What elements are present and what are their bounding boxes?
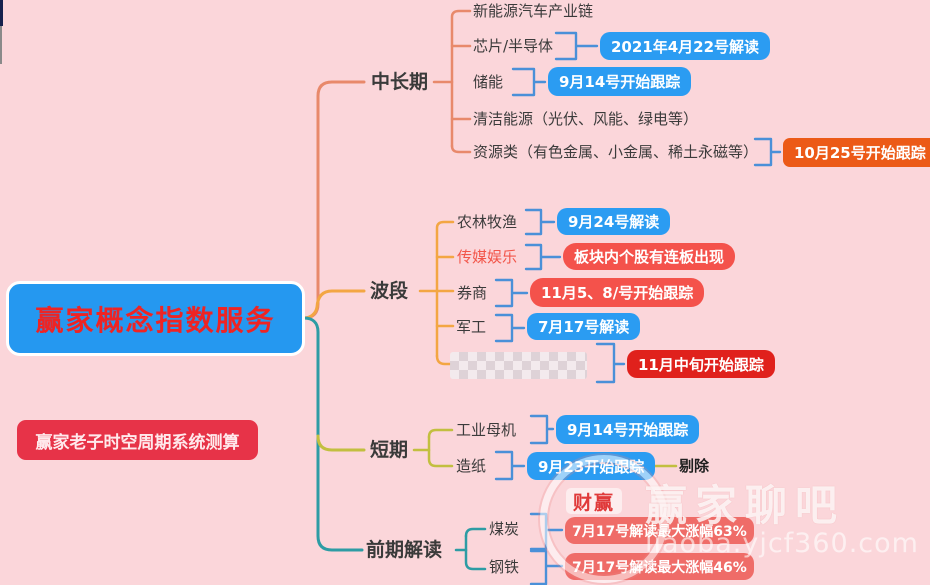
node-label-storage: 储能: [473, 73, 504, 91]
branch-label-band: 波段: [370, 280, 409, 302]
tag-machine-date: 9月14号开始跟踪: [556, 415, 700, 444]
node-label-nev-chain: 新能源汽车产业链: [473, 2, 594, 20]
bracket-chip: [554, 31, 599, 61]
branch-tree-early: [454, 527, 487, 571]
tag-broker-date: 11月5、8/号开始跟踪: [530, 278, 705, 307]
tag-brackets: [494, 31, 782, 585]
bracket-steel: [529, 549, 564, 585]
screen-edge-artifact-top: [0, 0, 3, 26]
bracket-agriculture: [524, 208, 556, 236]
bracket-censored: [595, 342, 626, 384]
node-label-coal: 煤炭: [489, 520, 520, 538]
node-label-clean-energy: 清洁能源（光伏、风能、绿电等）: [473, 110, 699, 128]
node-label-chip: 芯片/半导体: [473, 37, 554, 55]
root-title: 赢家概念指数服务: [35, 303, 276, 337]
node-label-broker: 券商: [457, 284, 488, 302]
tag-media-note: 板块内个股有连板出现: [563, 243, 736, 270]
root-node: 赢家概念指数服务: [6, 281, 305, 356]
watermark-url: liaoba.yjcf360.com: [645, 528, 919, 559]
node-label-military: 军工: [456, 318, 487, 336]
node-label-media: 传媒娱乐: [457, 248, 518, 266]
node-label-resources: 资源类（有色金属、小金属、稀土永磁等）: [473, 143, 759, 161]
subtitle-node: 赢家老子时空周期系统测算: [17, 420, 258, 460]
screen-edge-artifact-bottom: [0, 26, 2, 64]
node-label-machine: 工业母机: [456, 421, 517, 439]
tag-chip-date: 2021年4月22号解读: [600, 32, 771, 60]
tag-censored-date: 11月中旬开始跟踪: [627, 350, 775, 378]
tag-resources-date: 10月25号开始跟踪: [783, 138, 930, 167]
watermark-badge: 财赢: [566, 488, 622, 514]
node-label-steel: 钢铁: [489, 558, 520, 576]
node-label-removed: 剔除: [679, 457, 710, 475]
watermark-ring: [540, 455, 668, 583]
bracket-storage: [511, 67, 547, 97]
branch-tree-band: [418, 220, 455, 366]
bracket-paper: [494, 450, 526, 481]
tag-military-date: 7月17号解读: [527, 313, 641, 340]
subtitle-text: 赢家老子时空周期系统测算: [35, 432, 240, 453]
bracket-resources: [753, 137, 782, 167]
spine-connectors: [302, 80, 366, 552]
bracket-media: [524, 243, 562, 271]
branch-tree-midlong: [432, 9, 472, 154]
node-label-agriculture: 农林牧渔: [457, 213, 518, 231]
branch-label-midlong: 中长期: [371, 71, 429, 93]
tag-agriculture-date: 9月24号解读: [557, 208, 671, 235]
bracket-military: [494, 313, 526, 343]
censored-node-label: [450, 352, 587, 379]
tag-storage-date: 9月14号开始跟踪: [548, 67, 692, 96]
branch-label-early: 前期解读: [366, 539, 443, 561]
node-label-paper: 造纸: [456, 457, 487, 475]
branch-label-short: 短期: [370, 439, 409, 461]
watermark-title: 赢家聊吧: [645, 481, 846, 530]
bracket-broker: [494, 278, 529, 308]
bracket-machine: [529, 414, 555, 445]
